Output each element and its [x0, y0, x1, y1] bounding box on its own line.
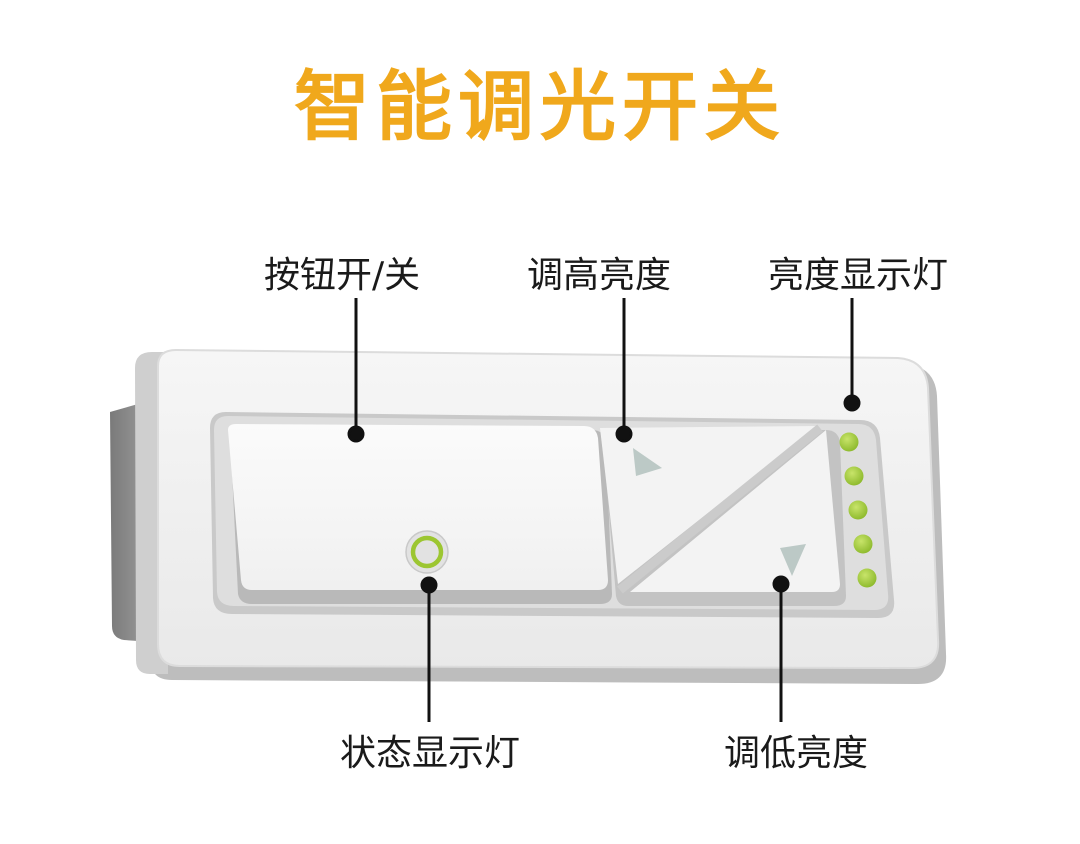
brightness-led-3 [848, 500, 868, 520]
brightness-led-1 [839, 432, 859, 452]
brightness-led-2 [844, 466, 864, 486]
brightness-led-4 [853, 534, 873, 554]
brightness-up-arrow-icon [633, 448, 662, 476]
callout-brightness-up: 调高亮度 [527, 255, 672, 296]
callout-brightness-down: 调低亮度 [724, 733, 869, 774]
brightness-indicator-leds [839, 432, 877, 588]
callout-status-light: 状态显示灯 [340, 733, 521, 774]
callout-brightness-indicator: 亮度显示灯 [768, 255, 949, 296]
dimmer-divider [617, 424, 823, 594]
power-button[interactable] [228, 424, 608, 590]
status-light [405, 530, 449, 574]
callout-lines [347, 298, 861, 722]
callout-power-button: 按钮开/关 [264, 255, 421, 296]
brightness-led-5 [857, 568, 877, 588]
diagram-title: 智能调光开关 [294, 62, 786, 151]
brightness-down-arrow-icon [780, 544, 806, 576]
